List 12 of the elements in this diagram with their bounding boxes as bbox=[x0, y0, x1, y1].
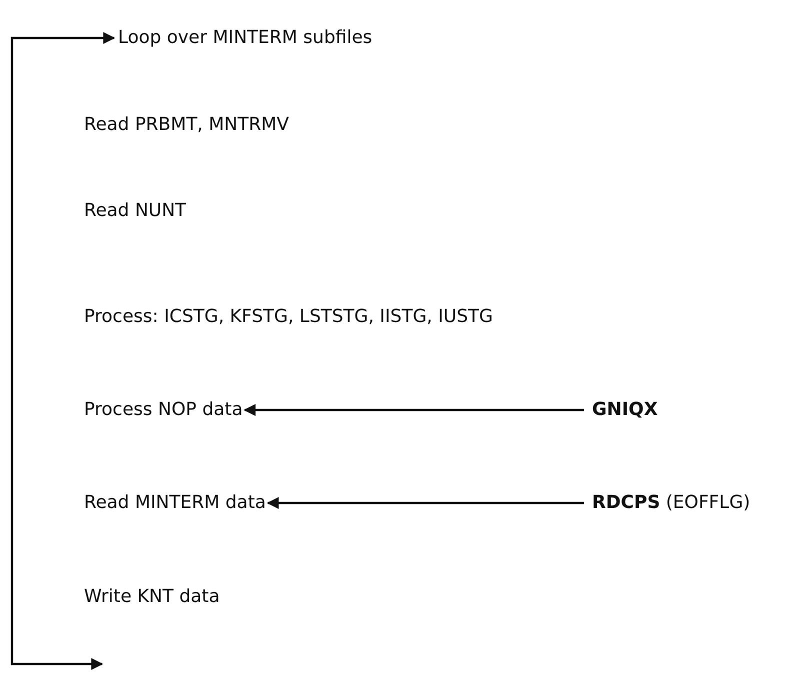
arrow bbox=[266, 497, 584, 509]
step-text: Process: ICSTG, KFSTG, LSTSTG, IISTG, IUSTG bbox=[84, 304, 493, 330]
step-text: Loop over MINTERM subfiles bbox=[118, 25, 372, 51]
step-text: Read MINTERM data bbox=[84, 490, 266, 516]
step-text: Process NOP data bbox=[84, 397, 243, 423]
routine-name: GNIQX bbox=[592, 397, 658, 423]
step-text: Read PRBMT, MNTRMV bbox=[84, 112, 289, 138]
step-text: Write KNT data bbox=[84, 584, 220, 610]
arrow bbox=[244, 404, 584, 416]
loop-arrow bbox=[10, 32, 116, 670]
step-text: Read NUNT bbox=[84, 198, 186, 224]
routine-name: RDCPS (EOFFLG) bbox=[592, 490, 750, 516]
